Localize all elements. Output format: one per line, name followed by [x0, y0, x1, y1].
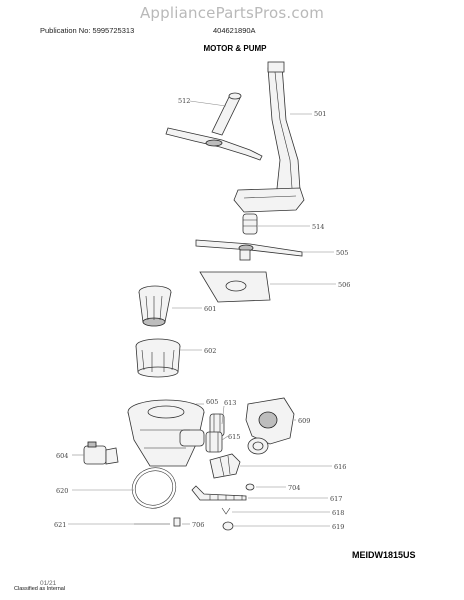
- document-number: 404621890A: [213, 26, 256, 35]
- callout-620: 620: [56, 487, 68, 495]
- footer-date: 01/21: [40, 580, 57, 587]
- callout-604: 604: [56, 452, 68, 460]
- part-drain-elbow[interactable]: [209, 453, 241, 479]
- footer-classification: Classified as Internal: [14, 586, 66, 592]
- part-fitting-619[interactable]: [222, 521, 234, 531]
- callout-602: 602: [204, 347, 216, 355]
- part-clamp-704[interactable]: [245, 483, 255, 491]
- part-sump-assembly[interactable]: [127, 399, 205, 467]
- callout-leaders: [68, 100, 336, 527]
- callout-501: 501: [314, 110, 326, 118]
- callout-704: 704: [288, 484, 300, 492]
- callout-617: 617: [330, 495, 342, 503]
- part-drain-hose[interactable]: [191, 485, 247, 501]
- part-sump-ring[interactable]: [126, 462, 181, 515]
- publication-number: Publication No: 5995725313: [40, 26, 135, 35]
- model-number: MEIDW1815US: [352, 550, 416, 560]
- callout-512: 512: [178, 97, 190, 105]
- callout-506: 506: [338, 281, 350, 289]
- part-filter-plate[interactable]: [199, 271, 271, 303]
- part-lower-spray-arm[interactable]: [195, 239, 303, 261]
- part-conduit-tube[interactable]: [233, 61, 305, 213]
- part-fine-filter[interactable]: [135, 338, 181, 378]
- part-drain-pump[interactable]: [83, 441, 119, 465]
- part-hose-seal[interactable]: [205, 431, 223, 453]
- callout-609: 609: [298, 417, 310, 425]
- callout-615: 615: [228, 433, 240, 441]
- callout-618: 618: [332, 509, 344, 517]
- callout-616: 616: [334, 463, 346, 471]
- site-watermark: AppliancePartsPros.com: [139, 4, 325, 22]
- part-spray-nozzle[interactable]: [242, 213, 258, 235]
- callout-514: 514: [312, 223, 324, 231]
- section-title: MOTOR & PUMP: [203, 44, 267, 53]
- part-screw-706[interactable]: [173, 517, 181, 527]
- part-coarse-filter[interactable]: [138, 285, 172, 327]
- part-upper-spray-arm[interactable]: [165, 92, 263, 161]
- callout-601: 601: [204, 305, 216, 313]
- callout-706: 706: [192, 521, 204, 529]
- callout-619: 619: [332, 523, 344, 531]
- callout-613: 613: [224, 399, 236, 407]
- part-circulation-pump[interactable]: [245, 397, 295, 455]
- callout-621: 621: [54, 521, 66, 529]
- callout-605: 605: [206, 398, 218, 406]
- part-clip-618[interactable]: [221, 507, 231, 515]
- callout-505: 505: [336, 249, 348, 257]
